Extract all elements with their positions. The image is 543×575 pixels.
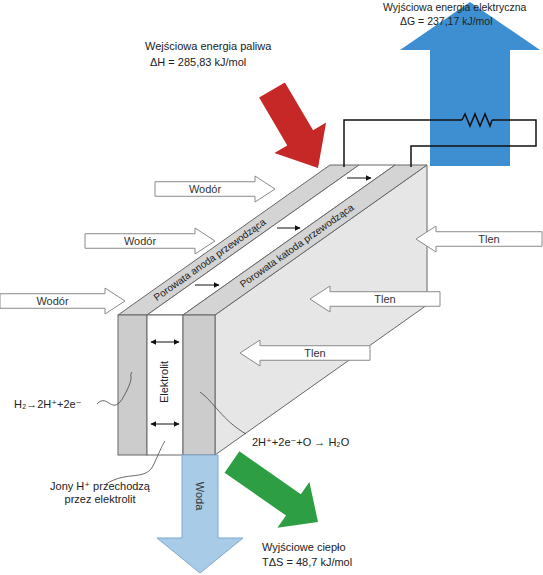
leader-line bbox=[200, 392, 246, 434]
flow-arrow bbox=[195, 285, 219, 286]
gas-arrow: Tlen bbox=[416, 226, 542, 252]
ion-arrow bbox=[151, 342, 179, 343]
electric-energy-arrow bbox=[400, 2, 540, 166]
circuit-wire bbox=[411, 120, 536, 167]
arrow-label: Wodór bbox=[189, 183, 221, 195]
gibbs-value: ΔG = 237,17 kJ/mol bbox=[400, 15, 493, 28]
arrow-outline bbox=[240, 340, 370, 366]
cathode-front-face bbox=[183, 315, 215, 455]
anode-front-face bbox=[118, 315, 147, 455]
arrow-label: Tlen bbox=[478, 233, 499, 245]
arrow-outline bbox=[416, 226, 542, 252]
enthalpy-value: ΔH = 285,83 kJ/mol bbox=[150, 56, 246, 69]
arrow-shape bbox=[157, 455, 243, 573]
arrow-outline bbox=[155, 176, 275, 202]
heat-value: TΔS = 48,7 kJ/mol bbox=[262, 556, 352, 569]
arrow-label: Wodór bbox=[36, 295, 68, 307]
resistor-symbol bbox=[462, 114, 492, 126]
heat-arrow bbox=[225, 451, 318, 528]
gas-arrow: Wodór bbox=[85, 228, 215, 254]
ion-arrow bbox=[151, 424, 179, 425]
gas-arrow: Wodór bbox=[155, 176, 275, 202]
flow-arrow bbox=[347, 178, 371, 179]
arrow-label: Tlen bbox=[374, 293, 395, 305]
electrolyte-front-face bbox=[147, 315, 183, 455]
reaction-equation: 2H⁺+2e⁻+O → H₂O bbox=[252, 436, 349, 449]
fuel-energy-arrow bbox=[259, 82, 326, 168]
arrow-outline bbox=[157, 455, 243, 573]
flow-arrow bbox=[277, 228, 300, 229]
arrow-outline bbox=[0, 288, 125, 314]
electrolyte-label: Elektrolit bbox=[158, 361, 171, 403]
leader-line bbox=[97, 372, 132, 405]
arrow-label: Wodór bbox=[124, 235, 156, 247]
leader-line bbox=[106, 441, 165, 484]
water-arrow: Woda bbox=[157, 455, 243, 573]
gas-arrow: Tlen bbox=[240, 340, 370, 366]
ion-note: Jony H⁺ przechodzą przez elektrolit bbox=[38, 480, 162, 506]
gas-arrow: Wodór bbox=[0, 288, 125, 314]
heat-label: Wyjściowe ciepło bbox=[262, 541, 346, 554]
energy-label: Wyjściowa energia elektryczna bbox=[383, 1, 526, 14]
gas-arrow: Tlen bbox=[310, 286, 440, 312]
circuit-wire bbox=[344, 120, 462, 167]
reaction-equation: H₂→2H⁺+2e⁻ bbox=[14, 398, 82, 411]
arrow-outline bbox=[85, 228, 215, 254]
arrow-label: Tlen bbox=[304, 347, 325, 359]
arrow-label: Woda bbox=[194, 482, 206, 511]
energy-label: Wejściowa energia paliwa bbox=[145, 40, 271, 53]
arrow-outline bbox=[310, 286, 440, 312]
